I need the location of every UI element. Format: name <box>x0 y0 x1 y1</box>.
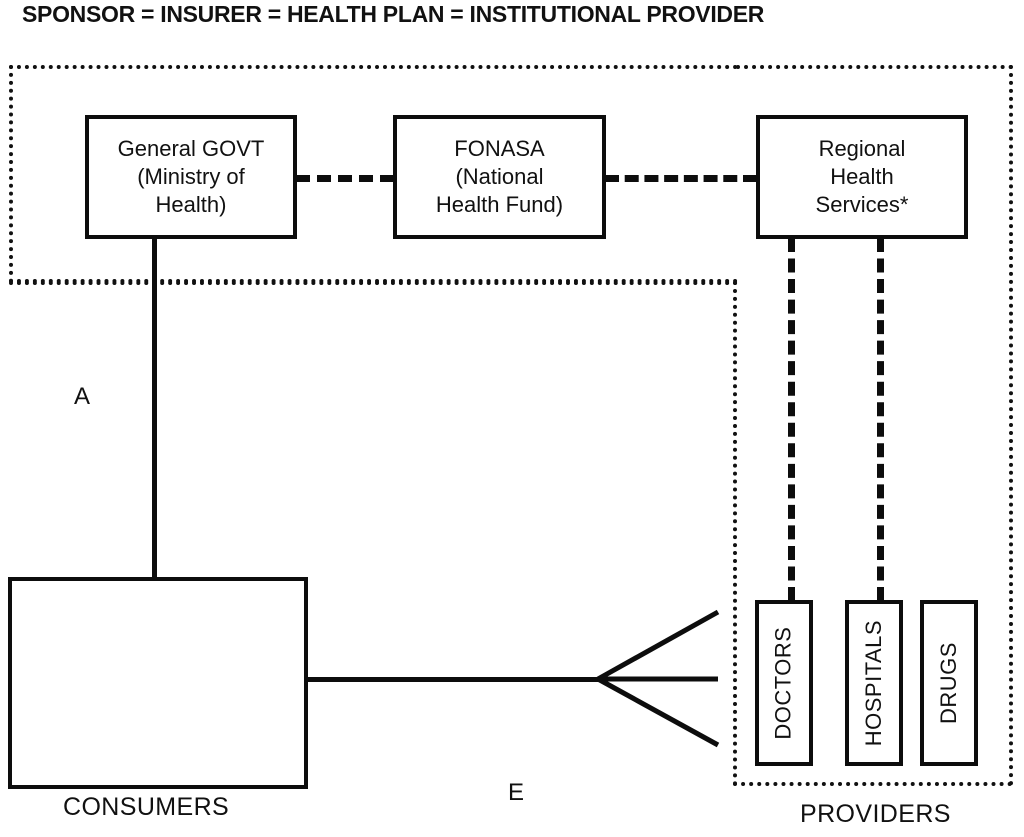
consumer-region-top-edge <box>9 281 738 285</box>
node-regional-health-services-line2: Health <box>830 163 894 189</box>
edge-label-e: E <box>508 779 525 806</box>
sponsor-region-right-edge <box>1008 65 1013 786</box>
connector-regional-to-hospitals <box>877 238 884 601</box>
node-fonasa[interactable]: FONASA (National Health Fund) <box>393 115 606 239</box>
node-regional-health-services-line1: Regional <box>818 135 906 161</box>
node-drugs[interactable]: DRUGS <box>920 600 978 766</box>
node-fonasa-line2: (National <box>455 163 544 189</box>
node-general-govt[interactable]: General GOVT (Ministry of Health) <box>85 115 297 239</box>
node-general-govt-line2: (Ministry of <box>137 163 245 189</box>
fan-line-upper <box>596 609 720 682</box>
node-drugs-label: DRUGS <box>935 642 961 724</box>
node-general-govt-line3: Health) <box>155 192 227 218</box>
providers-region <box>733 281 1012 786</box>
edge-label-a: A <box>74 383 91 410</box>
node-doctors-label: DOCTORS <box>770 626 796 740</box>
node-consumers-label: CONSUMERS <box>63 793 230 821</box>
providers-region-label: PROVIDERS <box>800 800 951 828</box>
page-title: SPONSOR = INSURER = HEALTH PLAN = INSTIT… <box>22 1 765 27</box>
connector-govt-to-consumers <box>152 238 157 579</box>
connector-govt-to-fonasa <box>296 175 394 182</box>
node-general-govt-line1: General GOVT <box>117 135 265 161</box>
connector-regional-to-doctors <box>788 238 795 601</box>
node-hospitals-label: HOSPITALS <box>860 619 886 747</box>
node-regional-health-services-line3: Services* <box>815 192 909 218</box>
node-regional-health-services[interactable]: Regional Health Services* <box>756 115 968 239</box>
connector-fonasa-to-regional <box>605 175 757 182</box>
node-fonasa-line1: FONASA <box>454 135 545 161</box>
fan-line-lower <box>596 676 720 748</box>
connector-consumers-to-fan <box>308 677 600 682</box>
sponsor-region-top-extension <box>736 65 1013 69</box>
node-consumers[interactable] <box>8 577 308 789</box>
node-fonasa-line3: Health Fund) <box>435 192 564 218</box>
node-hospitals[interactable]: HOSPITALS <box>845 600 903 766</box>
node-doctors[interactable]: DOCTORS <box>755 600 813 766</box>
